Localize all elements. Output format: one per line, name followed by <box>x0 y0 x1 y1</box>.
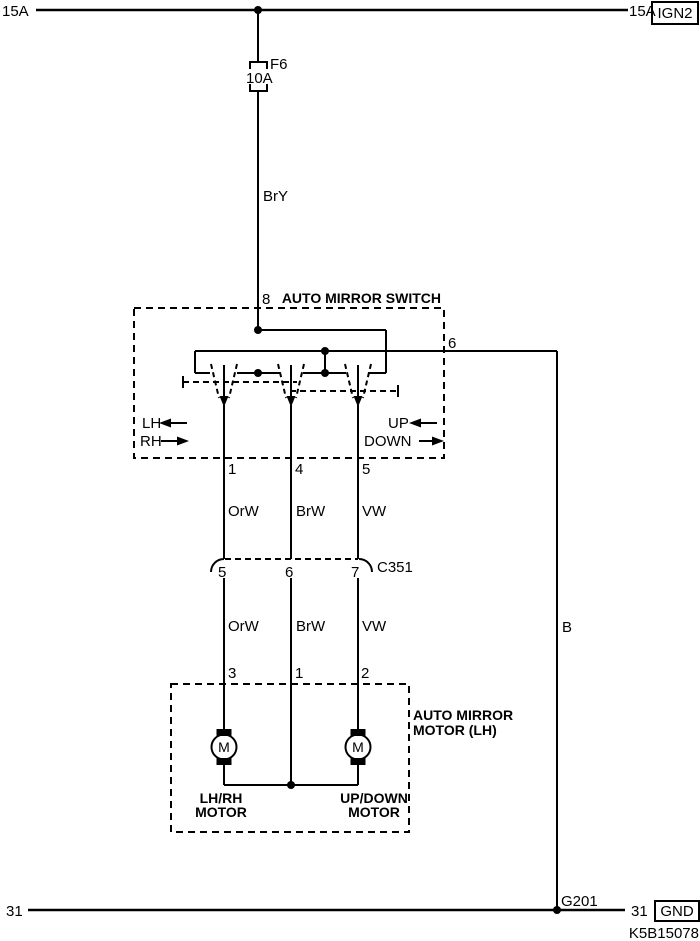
motor-terminal-top <box>216 729 232 736</box>
connector-pin7-label: 7 <box>351 564 359 581</box>
switch-wiper-2 <box>277 363 305 407</box>
motor-icon-right: M <box>344 729 372 765</box>
ground-point-label: G201 <box>561 893 598 910</box>
wiper-throw-left <box>344 363 354 399</box>
motor-terminal-bottom <box>216 758 232 765</box>
ground-circuit-label-right: 31 <box>631 903 648 920</box>
wire-brw-upper-label: BrW <box>296 503 326 520</box>
motor-symbol-label: M <box>352 739 364 755</box>
lhrh-motor-label-line1: LH/RH <box>200 790 243 806</box>
wiper-arrowhead <box>353 396 363 407</box>
updown-motor-label-line1: UP/DOWN <box>340 790 408 806</box>
motor-symbol-label: M <box>218 739 230 755</box>
motor-box <box>170 683 410 833</box>
junction-dot-ground <box>553 906 561 914</box>
ground-circuit-label-left: 31 <box>6 903 23 920</box>
ign2-label: IGN2 <box>657 5 692 22</box>
up-label: UP <box>388 415 409 432</box>
lh-arrow-left-icon <box>159 418 187 428</box>
ign2-box <box>651 1 699 25</box>
wire-orw-lower-label: OrW <box>228 618 260 635</box>
switch-title: AUTO MIRROR SWITCH <box>282 290 441 306</box>
motor-body <box>344 733 372 761</box>
arrow-head <box>177 436 189 446</box>
motor-icon-left: M <box>210 729 238 765</box>
lhrh-motor-label-line2: MOTOR <box>195 804 247 820</box>
supply-wire-color-label: BrY <box>263 188 288 205</box>
lh-label: LH <box>142 415 161 432</box>
down-label: DOWN <box>364 433 412 450</box>
ground-wire-color-label: B <box>562 619 572 636</box>
switch-wiper-3 <box>344 363 372 407</box>
wiper-arrowhead <box>286 396 296 407</box>
fuse-bracket-top <box>249 61 268 69</box>
wire-vw-lower-label: VW <box>362 618 387 635</box>
switch-pin5-label: 5 <box>362 461 370 478</box>
motor-body <box>210 733 238 761</box>
wiper-throw-left <box>277 363 287 399</box>
junction-dot-bus-1 <box>254 369 262 377</box>
junction-dot-bus-2 <box>321 369 329 377</box>
wiper-throw-right <box>295 363 305 399</box>
up-arrow-left-icon <box>409 418 437 428</box>
wiper-throw-right <box>362 363 372 399</box>
motor-pin1-label: 1 <box>295 665 303 682</box>
wiper-arrowhead <box>219 396 229 407</box>
motor-title-line1: AUTO MIRROR <box>413 707 513 723</box>
power-rating-label-right: 15A <box>629 3 656 20</box>
gnd-label: GND <box>660 903 694 920</box>
motor-pin3-label: 3 <box>228 665 236 682</box>
wire-vw-upper-label: VW <box>362 503 387 520</box>
switch-pin1-label: 1 <box>228 461 236 478</box>
drawing-code-label: K5B15078 <box>629 925 699 941</box>
fuse-rating-label: 10A <box>246 70 273 87</box>
motor-title-line2: MOTOR (LH) <box>413 722 497 738</box>
gnd-box <box>654 900 700 922</box>
arrow-head <box>409 418 421 428</box>
power-rating-label-left: 15A <box>2 3 29 20</box>
connector-pin6-label: 6 <box>285 564 293 581</box>
switch-pin4-label: 4 <box>295 461 303 478</box>
fuse-name-label: F6 <box>270 56 288 73</box>
motor-terminal-bottom <box>350 758 366 765</box>
switch-pin8-label: 8 <box>262 291 270 308</box>
connector-c351-icon <box>210 558 373 573</box>
arrow-head <box>159 418 171 428</box>
switch-wiper-1 <box>210 363 238 407</box>
connector-left-arc <box>210 558 225 573</box>
rh-arrow-right-icon <box>161 436 189 446</box>
connector-pin5-label: 5 <box>218 564 226 581</box>
rh-label: RH <box>140 433 162 450</box>
connector-name-label: C351 <box>377 559 413 576</box>
junction-dot-motor-bus <box>287 781 295 789</box>
switch-pin6-label: 6 <box>448 335 456 352</box>
wire-orw-upper-label: OrW <box>228 503 260 520</box>
updown-motor-label-line2: MOTOR <box>348 804 400 820</box>
motor-terminal-top <box>350 729 366 736</box>
arrow-head <box>432 436 444 446</box>
connector-right-arc <box>358 558 373 573</box>
wire-brw-lower-label: BrW <box>296 618 326 635</box>
switch-box <box>133 307 445 459</box>
motor-pin2-label: 2 <box>361 665 369 682</box>
down-arrow-right-icon <box>419 436 444 446</box>
